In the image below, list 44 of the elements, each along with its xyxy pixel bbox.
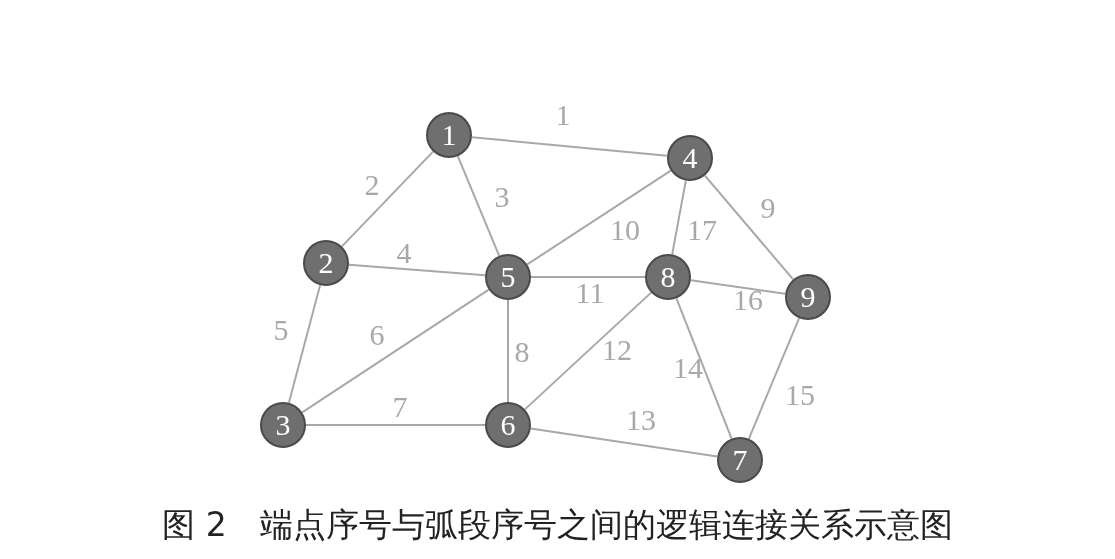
connector-line — [675, 297, 733, 440]
numbered-circle: 9 — [785, 274, 831, 320]
edge-label: 16 — [733, 285, 763, 315]
connector-line — [301, 288, 490, 414]
edge-label: 2 — [364, 170, 380, 200]
edge-label: 13 — [626, 405, 656, 435]
connector-line — [747, 317, 801, 440]
connector-line — [671, 179, 687, 256]
edge-label: 5 — [273, 315, 289, 345]
numbered-circle: 2 — [303, 240, 349, 286]
edge-label: 15 — [785, 380, 815, 410]
edge-label: 1 — [555, 100, 571, 130]
numbered-circle: 1 — [426, 112, 472, 158]
numbered-circle: 4 — [667, 135, 713, 181]
connector-line — [689, 279, 787, 295]
caption: 图 2 端点序号与弧段序号之间的逻辑连接关系示意图 — [161, 505, 954, 545]
edge-label: 6 — [369, 320, 385, 350]
connector-line — [287, 284, 322, 404]
connector-line — [523, 291, 653, 411]
numbered-circle: 7 — [717, 437, 763, 483]
connector-line — [305, 424, 486, 426]
connector-line — [526, 169, 672, 266]
numbered-circle: 5 — [485, 254, 531, 300]
numbered-circle: 8 — [645, 254, 691, 300]
edge-label: 14 — [673, 353, 703, 383]
edge-label: 11 — [575, 278, 605, 308]
edge-label: 4 — [396, 238, 412, 268]
edge-label: 12 — [602, 335, 632, 365]
connector-line — [529, 427, 719, 458]
connector-line — [703, 174, 795, 281]
edge-label: 8 — [514, 337, 530, 367]
numbered-circle: 6 — [485, 402, 531, 448]
connector-line — [347, 263, 487, 277]
connector-line — [340, 150, 435, 248]
edge-label: 7 — [392, 392, 408, 422]
connector-line — [530, 276, 646, 278]
edge-label: 17 — [687, 215, 717, 245]
connector-line — [507, 299, 509, 403]
edge-label: 9 — [760, 193, 776, 223]
connector-line — [470, 136, 669, 157]
numbered-circle: 3 — [260, 402, 306, 448]
edge-label: 10 — [610, 215, 640, 245]
connector-line — [456, 155, 501, 257]
edge-label: 3 — [494, 182, 510, 212]
